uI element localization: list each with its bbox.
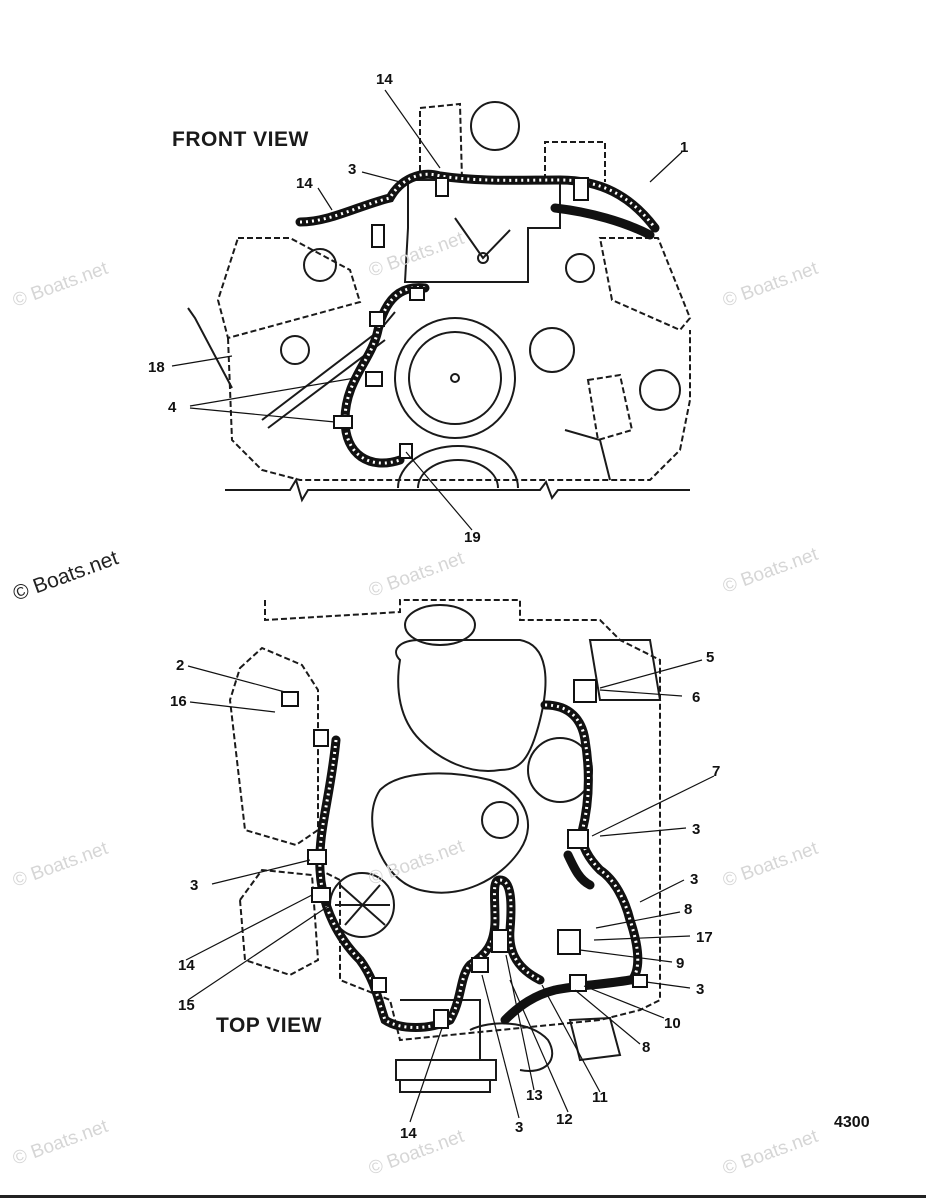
callout-label: 9 (676, 955, 685, 972)
front-sensor (371, 224, 385, 248)
top-view-engine (185, 599, 715, 1123)
front-throttle-body (419, 102, 463, 181)
page-number: 4300 (834, 1114, 870, 1131)
callout-label: 14 (178, 957, 195, 974)
top-clamp (569, 974, 587, 992)
callout-label: 3 (515, 1119, 524, 1136)
top-clamp (471, 957, 489, 973)
top-clamp (313, 729, 329, 747)
front-clamp (369, 311, 385, 327)
top-left-lower-head (238, 868, 320, 977)
front-clamp (365, 371, 383, 387)
callout-label: 19 (464, 529, 481, 546)
front-coil (544, 141, 606, 182)
front-view-title: FRONT VIEW (172, 128, 309, 151)
front-clamp (573, 177, 589, 201)
top-intake-elbow (395, 639, 547, 772)
top-clamp (567, 829, 589, 849)
front-clamp (435, 177, 449, 197)
callout-label: 17 (696, 929, 713, 946)
callout-label: 3 (690, 871, 699, 888)
callout-label: 14 (400, 1125, 417, 1142)
callout-label: 3 (190, 877, 199, 894)
top-clamp (433, 1009, 449, 1029)
callout-label: 3 (692, 821, 701, 838)
callout-label: 14 (296, 175, 313, 192)
front-intake-manifold (403, 179, 561, 283)
callout-label: 2 (176, 657, 185, 674)
callout-label: 16 (170, 693, 187, 710)
top-connector (573, 679, 597, 703)
callout-label: 11 (592, 1089, 608, 1106)
front-clamp (333, 415, 353, 429)
top-clamp (371, 977, 387, 993)
callout-label: 18 (148, 359, 165, 376)
front-clamp (409, 287, 425, 301)
front-ground-line (225, 477, 690, 503)
front-air-cleaner (470, 101, 520, 151)
top-right-coil (588, 639, 662, 701)
bottom-rule (0, 1195, 926, 1198)
top-view-title: TOP VIEW (216, 1014, 322, 1037)
callout-label: 10 (664, 1015, 681, 1032)
callout-label: 3 (348, 161, 357, 178)
front-left-cylinder-head (216, 237, 362, 340)
callout-label: 13 (526, 1087, 543, 1104)
top-clamp (281, 691, 299, 707)
top-clamp (632, 974, 648, 988)
top-left-manifold (228, 646, 319, 847)
front-engine-block (227, 330, 691, 481)
front-view-engine (171, 89, 692, 531)
top-sensor (557, 929, 581, 955)
top-clamp (311, 887, 331, 903)
callout-label: 5 (706, 649, 715, 666)
callout-label: 8 (642, 1039, 651, 1056)
callout-label: 14 (376, 71, 393, 88)
callout-label: 15 (178, 997, 195, 1014)
front-right-cylinder-head (598, 237, 692, 332)
callout-label: 4 (168, 399, 177, 416)
callout-label: 7 (712, 763, 721, 780)
callout-label: 1 (680, 139, 689, 156)
front-clamp (399, 443, 413, 459)
callout-label: 3 (696, 981, 705, 998)
front-dipstick (187, 307, 233, 389)
callout-label: 6 (692, 689, 701, 706)
top-clamp (307, 849, 327, 865)
callout-label: 8 (684, 901, 693, 918)
top-clamp (491, 929, 509, 953)
callout-label: 12 (556, 1111, 573, 1128)
front-crank-pulley (394, 317, 516, 439)
